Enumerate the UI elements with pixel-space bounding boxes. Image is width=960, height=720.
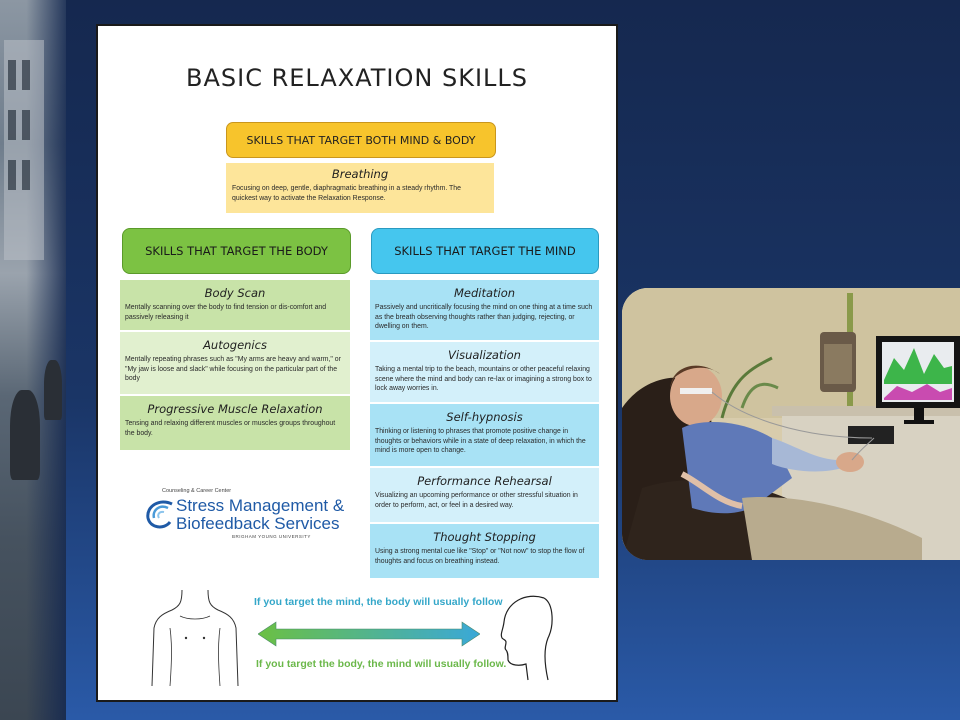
poster-title: BASIC RELAXATION SKILLS [186,64,528,92]
skill-title: Performance Rehearsal [417,474,552,488]
skill-title: Breathing [331,167,389,181]
skill-title: Body Scan [204,286,266,300]
skill-title: Progressive Muscle Relaxation [147,402,323,416]
building-window [22,60,30,90]
skill-description: Visualizing an upcoming performance or o… [375,492,578,509]
building-window [22,160,30,190]
skill-card-thought-stopping: Thought Stopping Using a strong mental c… [370,524,599,580]
skill-description: Mentally repeating phrases such as "My a… [125,356,341,383]
building-window [22,110,30,140]
footer-mind-line: If you target the mind, the body will us… [254,596,503,608]
skill-card-progressive-muscle-relaxation: Progressive Muscle Relaxation Tensing an… [120,396,350,452]
building-window [8,110,16,140]
skill-description: Thinking or listening to phrases that pr… [375,428,586,455]
logo-center-name: Counseling & Career Center [162,488,232,494]
biofeedback-session-photo [622,288,960,560]
pedestrian-silhouette [10,390,40,480]
skill-card-self-hypnosis: Self-hypnosis Thinking or listening to p… [370,404,599,468]
stress-management-logo: Counseling & Career Center Stress Manage… [142,488,345,544]
skill-card-meditation: Meditation Passively and uncritically fo… [370,280,599,342]
left-background-photo [0,0,66,720]
logo-line-1: Stress Management & [176,496,345,515]
body-skills-column: Body Scan Mentally scanning over the bod… [120,280,350,452]
logo-university: BRIGHAM YOUNG UNIVERSITY [232,534,311,539]
footer-body-line: If you target the body, the mind will us… [256,658,507,670]
torso-outline-icon [151,589,239,687]
swirl-icon [146,500,173,529]
skill-title: Meditation [453,286,516,300]
skill-description: Focusing on deep, gentle, diaphragmatic … [232,185,461,202]
building-window [8,60,16,90]
body-skills-header: SKILLS THAT TARGET THE BODY [122,228,351,274]
biofeedback-photo-illustration [622,288,960,560]
skill-description: Using a strong mental cue like "Stop" or… [375,548,585,565]
skill-title: Thought Stopping [433,530,536,544]
skill-card-visualization: Visualization Taking a mental trip to th… [370,342,599,404]
skill-card-performance-rehearsal: Performance Rehearsal Visualizing an upc… [370,468,599,524]
mind-skills-column: Meditation Passively and uncritically fo… [370,280,599,580]
head-profile-icon [500,595,553,681]
skill-description: Tensing and relaxing different muscles o… [125,420,336,437]
skill-title: Self-hypnosis [446,410,523,424]
double-arrow-icon [258,621,480,647]
breathing-card: Breathing Focusing on deep, gentle, diap… [226,163,494,213]
both-mind-body-header: SKILLS THAT TARGET BOTH MIND & BODY [226,122,496,158]
skill-description: Passively and uncritically focusing the … [375,304,593,331]
skill-title: Visualization [448,348,521,362]
logo-line-2: Biofeedback Services [176,514,340,533]
building-window [8,160,16,190]
skill-description: Taking a mental trip to the beach, mount… [375,366,592,393]
skill-description: Mentally scanning over the body to find … [125,304,327,321]
skill-title: Autogenics [203,338,267,352]
mind-skills-header: SKILLS THAT TARGET THE MIND [371,228,599,274]
relaxation-skills-poster: BASIC RELAXATION SKILLS SKILLS THAT TARG… [96,24,618,702]
skill-card-autogenics: Autogenics Mentally repeating phrases su… [120,332,350,396]
pedestrian-silhouette [44,360,62,420]
skill-card-body-scan: Body Scan Mentally scanning over the bod… [120,280,350,332]
